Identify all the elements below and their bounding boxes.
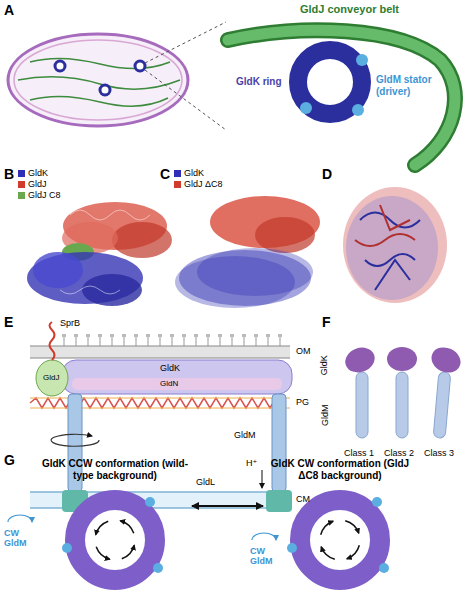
rotation-arrow [96,547,110,560]
conveyor-belt [228,30,455,165]
rotation-arrow [120,521,134,534]
lps-head [158,334,162,337]
motor-schematic [30,322,292,512]
class-label: Class 3 [424,448,454,458]
legend-swatch [18,170,25,177]
rotation-arrow [96,521,109,535]
part-label: GldJ conveyor belt [300,3,399,16]
class-label: Class 2 [384,448,414,458]
stator-label: CW GldM [4,528,34,549]
panel-letter: G [4,452,15,468]
panel-letter: E [4,314,13,330]
conformation-panel: GldK CW conformation (GldJ ΔC8 backgroun… [265,458,415,593]
panel-letter: A [4,2,14,18]
membrane-label: OM [296,346,311,356]
layer-label: PG [296,397,309,407]
transition-arrow [192,505,263,507]
lps-head [74,334,78,337]
lps-head [98,334,102,337]
membrane-label: CM [296,494,310,504]
lipopolysaccharide [62,334,282,346]
lps-chain [280,337,281,346]
lps-head [206,334,210,337]
lps-head [230,334,234,337]
lps-head [278,334,282,337]
panel-letter: F [322,314,331,330]
lps-head [134,334,138,337]
lps-head [194,334,198,337]
protein-label: GldJ [43,373,59,382]
lps-chain [232,337,233,346]
legend-swatch [18,192,25,199]
gldk-ring [298,50,368,116]
lps-head [110,334,114,337]
panel-heading: GldK CW conformation (GldJ ΔC8 backgroun… [265,458,415,482]
panel-letter: C [160,166,170,182]
lps-chain [88,337,89,346]
lps-chain [184,337,185,346]
legend-swatch [174,170,181,177]
panel-letter: B [4,166,14,182]
stator-label: CW GldM [250,546,280,567]
rotation-arrow [122,545,135,559]
lps-chain [268,337,269,346]
protein-label: SprB [60,318,80,328]
structure-d [343,187,447,303]
rotation-arrow [321,521,334,535]
legend-text: GldK [28,169,48,178]
lps-chain [244,337,245,346]
lps-chain [76,337,77,346]
legend-swatch [18,181,25,188]
lps-head [242,334,246,337]
axis-label: GldK [319,355,329,375]
lps-chain [220,337,221,346]
axis-label: GldM [320,404,330,426]
lps-chain [148,337,149,346]
lps-chain [256,337,257,346]
lps-chain [160,337,161,346]
protein-label: GldL [196,477,215,487]
protein-label: GldM [234,430,256,440]
bacterial-cell [8,22,226,130]
panel-heading: GldK CCW conformation (wild-type backgro… [40,458,190,482]
legend-text: GldJ C8 [28,191,61,200]
legend-text: GldJ [28,180,47,189]
part-label: GldK ring [236,76,282,88]
lps-head [266,334,270,337]
structure-b [27,202,172,306]
lps-chain [136,337,137,346]
lps-chain [64,337,65,346]
rotation-arrow [321,547,335,560]
legend-swatch [174,181,181,188]
rotation-arrow [345,521,359,534]
class-label: Class 1 [344,448,374,458]
conformation-panel: GldK CCW conformation (wild-type backgro… [40,458,190,593]
lps-head [254,334,258,337]
lps-chain [172,337,173,346]
lps-chain [124,337,125,346]
lps-head [218,334,222,337]
ion-label: H⁺ [246,458,257,468]
rotation-arrow [347,545,360,559]
legend-text: GldJ ΔC8 [184,180,223,189]
conformation-rings [8,497,389,580]
lps-head [86,334,90,337]
lps-chain [100,337,101,346]
lps-head [146,334,150,337]
lps-chain [196,337,197,346]
lps-chain [112,337,113,346]
part-label: GldM stator (driver) [376,74,442,97]
lps-chain [208,337,209,346]
lps-head [182,334,186,337]
lps-head [122,334,126,337]
structure-c [175,196,320,308]
panel-letter: D [322,166,332,182]
protein-label: GldN [160,379,178,388]
lps-head [62,334,66,337]
class-figures [342,343,465,439]
legend-text: GldK [184,169,204,178]
protein-label: GldK [160,363,180,373]
lps-head [170,334,174,337]
